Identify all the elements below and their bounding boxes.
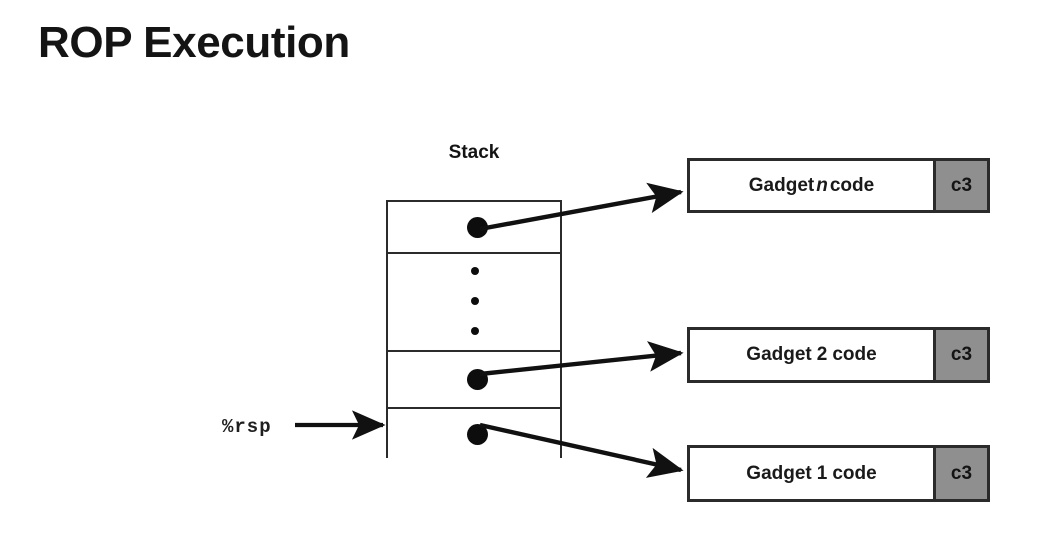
gadget-label-prefix: Gadget [746, 344, 812, 365]
rsp-register-label: %rsp [222, 416, 272, 438]
ret-byte-cell-n: c3 [933, 161, 987, 210]
gadget-box-2: Gadget 2 code c3 [687, 327, 990, 383]
gadget-label-prefix: Gadget [746, 462, 812, 484]
gadget-box-1: Gadget 1 code c3 [687, 445, 990, 502]
gadget-label-index: n [816, 174, 828, 196]
pointer-dot-icon [467, 216, 488, 238]
gadget-label-index: 2 [816, 344, 828, 365]
gadget-label-n: Gadget n code [690, 161, 933, 210]
gadget-box-n: Gadget n code c3 [687, 158, 990, 213]
ret-byte-cell-1: c3 [933, 448, 987, 499]
gadget-label-index: 1 [816, 462, 828, 484]
stack-label: Stack [448, 142, 500, 163]
gadget-label-1: Gadget 1 code [690, 448, 933, 499]
pointer-dot-icon [467, 369, 488, 390]
gadget-label-suffix: code [832, 344, 877, 365]
pointer-dot-icon [467, 424, 488, 445]
gadget-label-suffix: code [829, 174, 875, 196]
stack-column [386, 200, 562, 460]
page-title: ROP Execution [38, 18, 350, 67]
vertical-ellipsis-icon [471, 267, 483, 335]
stack-cell-ellipsis [388, 252, 560, 350]
gadget-label-suffix: code [832, 462, 877, 484]
gadget-label-prefix: Gadget [748, 174, 815, 196]
gadget-label-2: Gadget 2 code [690, 330, 933, 380]
stack-cell-rsp [388, 407, 560, 460]
stack-cell-middle [388, 350, 560, 407]
stack-cell-top [388, 202, 560, 252]
ret-byte-cell-2: c3 [933, 330, 987, 380]
